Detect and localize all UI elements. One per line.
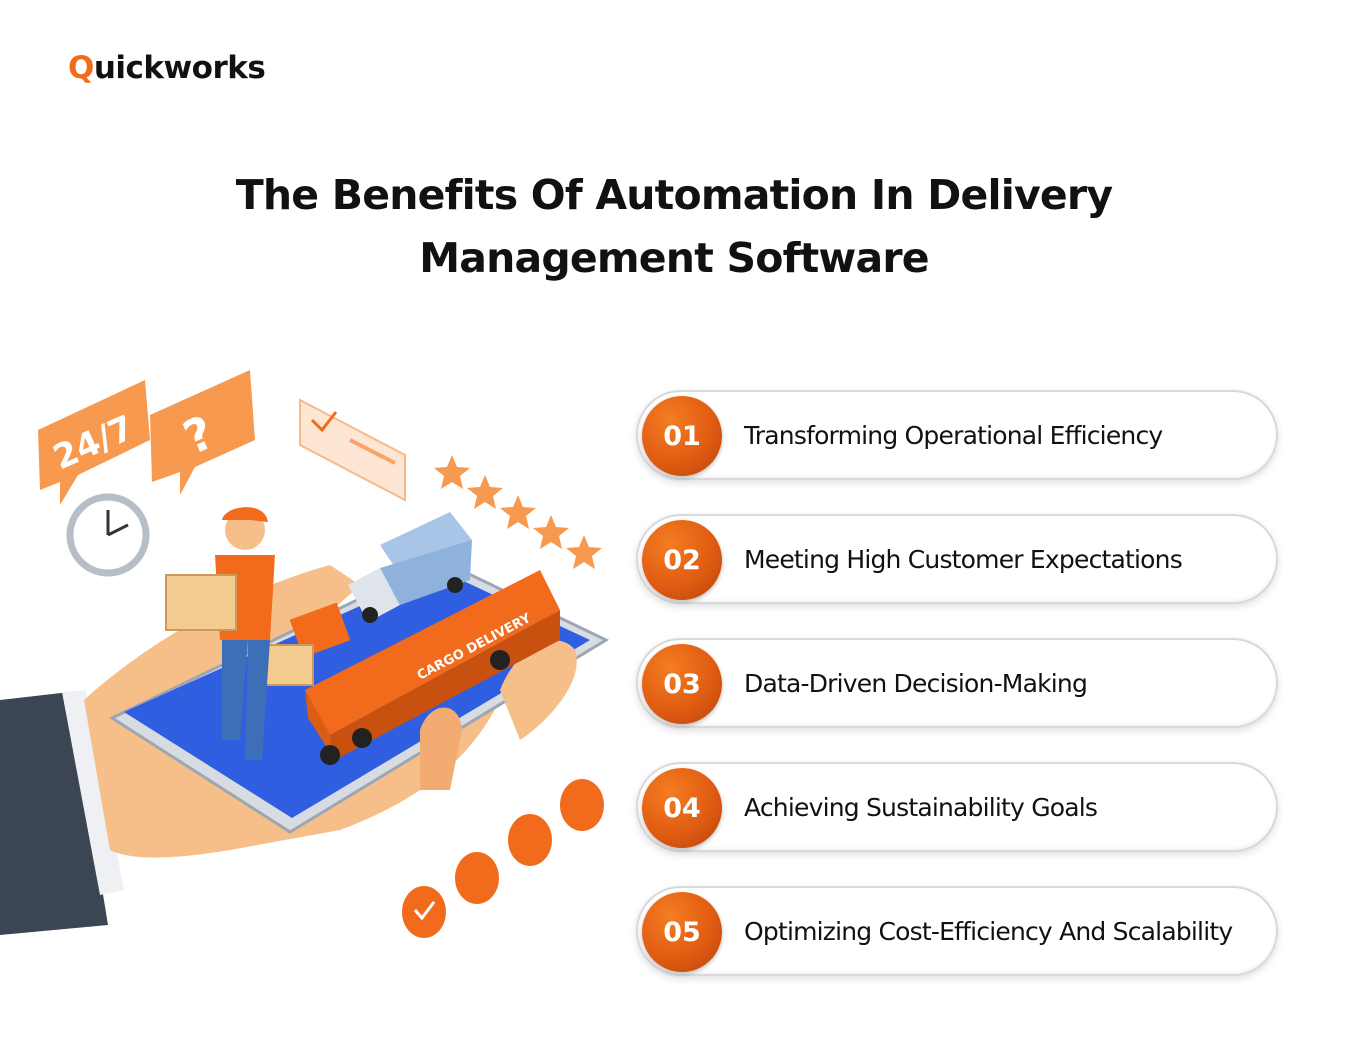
brand-logo: Quickworks — [68, 50, 266, 86]
chat-icon — [560, 779, 604, 831]
shirt-cuff — [62, 690, 124, 895]
pallet-boxes — [264, 644, 314, 686]
finger — [420, 707, 462, 790]
benefit-number-badge: 05 — [642, 892, 722, 972]
benefit-number-badge: 01 — [642, 396, 722, 476]
logo-q: Q — [68, 50, 94, 86]
phone-icon — [508, 814, 552, 866]
question-bubble-icon: ? — [150, 370, 255, 495]
logo-text: uickworks — [93, 50, 266, 86]
delivery-illustration: CARGO DELIVERY 24/7 ? — [0, 370, 610, 938]
rating-stars-icon — [434, 455, 602, 569]
benefit-label: Data-Driven Decision-Making — [744, 668, 1088, 698]
bubble-24-7-icon: 24/7 — [38, 380, 150, 505]
benefit-item-2: 02 Meeting High Customer Expectations — [636, 514, 1278, 604]
checklist-card-icon — [299, 398, 406, 502]
benefit-label: Optimizing Cost-Efficiency And Scalabili… — [744, 916, 1233, 946]
delivery-van — [348, 512, 472, 623]
forklift — [289, 602, 351, 658]
benefit-label: Achieving Sustainability Goals — [744, 792, 1098, 822]
benefits-list: 01 Transforming Operational Efficiency 0… — [636, 390, 1278, 1010]
suit-sleeve — [0, 692, 108, 935]
benefit-number-badge: 04 — [642, 768, 722, 848]
page-title-line-1: The Benefits Of Automation In Delivery — [235, 171, 1113, 219]
benefit-item-4: 04 Achieving Sustainability Goals — [636, 762, 1278, 852]
page-title: The Benefits Of Automation In Delivery M… — [0, 164, 1348, 290]
benefit-label: Transforming Operational Efficiency — [744, 420, 1163, 450]
benefit-item-5: 05 Optimizing Cost-Efficiency And Scalab… — [636, 886, 1278, 976]
page-title-line-2: Management Software — [419, 234, 929, 282]
benefit-item-3: 03 Data-Driven Decision-Making — [636, 638, 1278, 728]
thumb — [500, 640, 577, 740]
benefit-number-badge: 03 — [642, 644, 722, 724]
clock-icon — [66, 493, 150, 577]
check-icon — [402, 886, 446, 938]
benefit-number-badge: 02 — [642, 520, 722, 600]
benefit-label: Meeting High Customer Expectations — [744, 544, 1183, 574]
tools-icon — [455, 852, 499, 904]
benefit-item-1: 01 Transforming Operational Efficiency — [636, 390, 1278, 480]
courier-person — [165, 507, 275, 760]
